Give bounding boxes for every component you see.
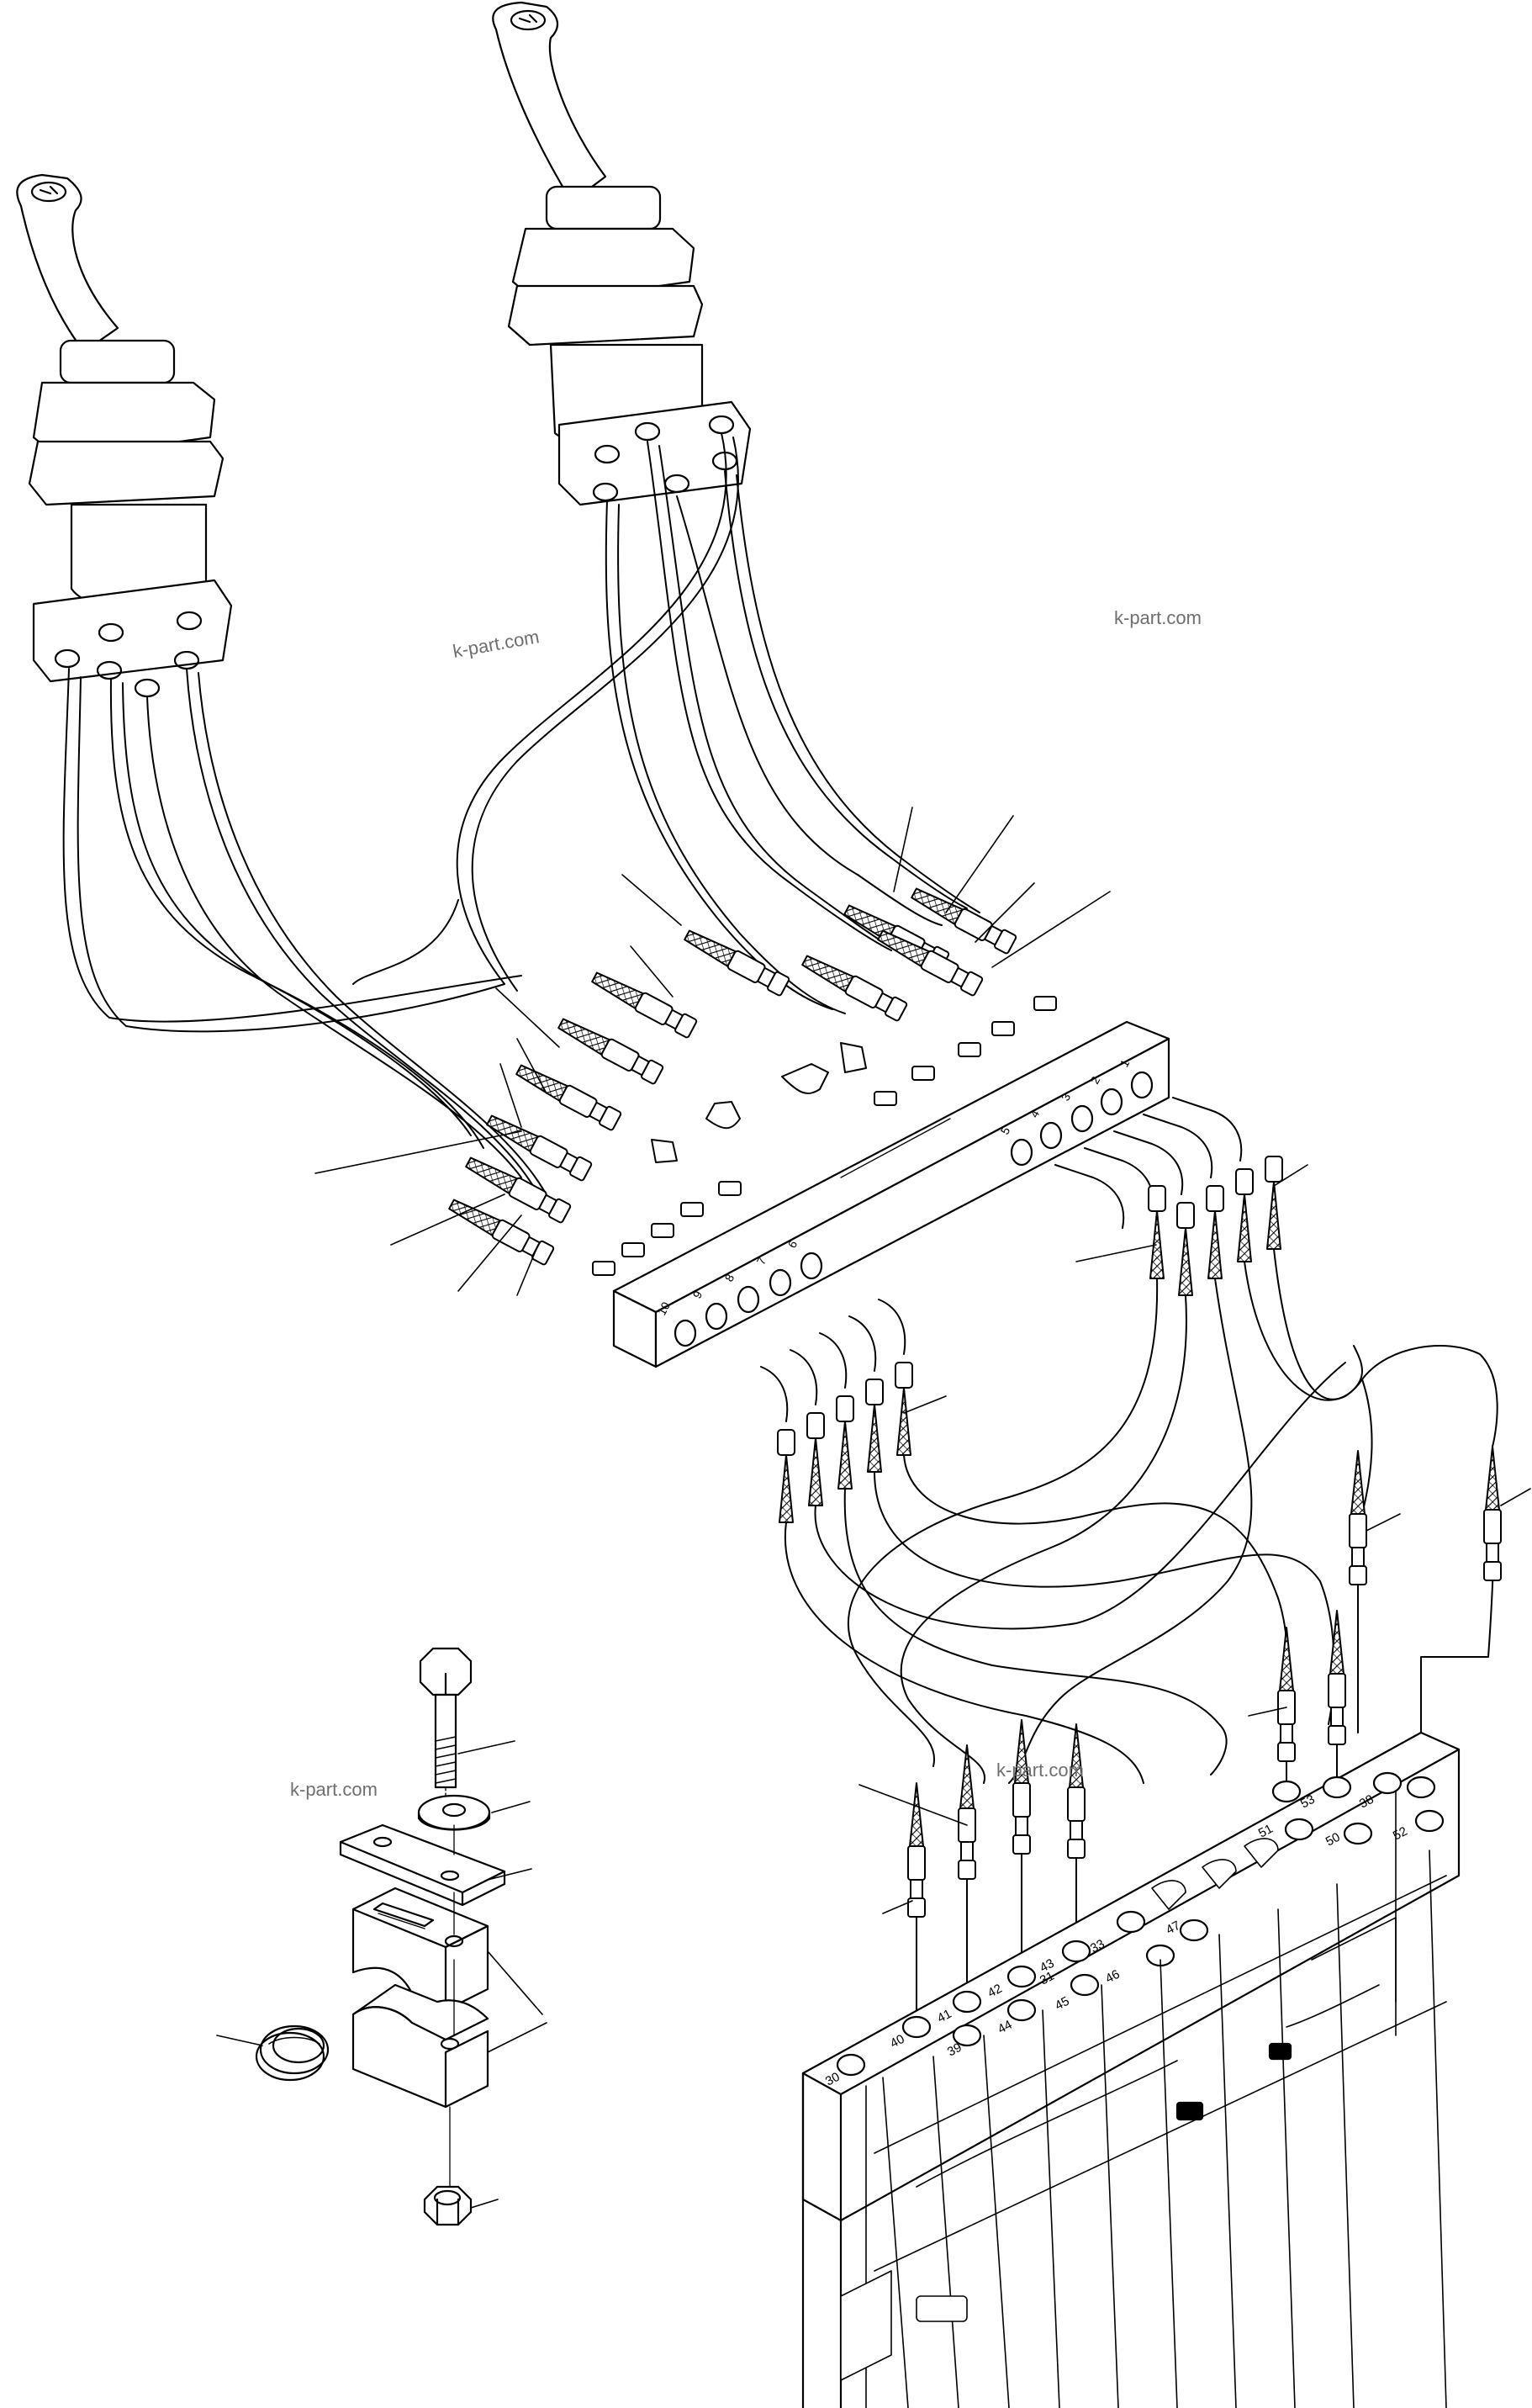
clamp-assembly [339,1647,506,2226]
clamp-upper-half [351,1887,489,2012]
manifold-block [612,1020,1170,1368]
port-number: 31 [1038,1969,1057,1988]
port-number: 42 [985,1982,1005,2001]
right-joystick [492,1,752,506]
left-joystick-base-plate [32,579,233,683]
clamp-cover-plate [339,1823,506,1907]
port-number: 10 [655,1299,674,1317]
watermark: k-part.com [290,1779,378,1800]
port-number: 46 [1103,1967,1123,1987]
watermark-layer: k-part.com k-part.com k-part.com k-part.… [290,607,1202,1800]
right-joystick-boot [545,185,662,230]
left-joystick [16,173,233,698]
port-number: 51 [1256,1822,1276,1841]
hex-bolt [419,1647,473,1789]
hex-nut [423,2185,473,2226]
port-number: 44 [996,2018,1015,2037]
valve-inlet-fittings [907,1446,1502,2019]
watermark: k-part.com [1114,607,1202,628]
port-number: 38 [1357,1792,1376,1812]
right-joystick-grip [492,1,607,204]
port-number: 30 [823,2070,843,2089]
left-joystick-button-icon [30,181,67,203]
grommet [255,2024,330,2082]
right-joystick-hoses [352,432,980,1014]
right-joystick-base-plate [557,400,752,506]
left-joystick-hoses [62,668,552,1204]
port-number: 43 [1038,1956,1057,1976]
manifold-outlet-fittings-left [760,1299,913,1523]
watermark: k-part.com [452,626,541,662]
clamp-lower-half [351,1983,489,2109]
left-joystick-boot [59,339,176,384]
hose-fittings-upper [448,887,1057,1276]
routed-hoses [784,1248,1498,1784]
port-number: 45 [1053,1994,1072,2014]
port-number: 52 [1391,1824,1410,1844]
port-number: 41 [935,2007,954,2026]
port-number: 33 [1088,1937,1107,1956]
watermark: k-part.com [996,1760,1084,1781]
valve-ports [836,1771,1445,2077]
control-valve [801,1731,1461,2408]
callout-leaders [216,807,1531,2209]
valve-port-labels: 30 31 33 38 39 40 41 42 43 44 45 46 47 5… [823,1792,1410,2089]
port-number: 40 [888,2032,907,2051]
manifold-nipples [592,996,1057,1276]
manifold-ports [674,1071,1154,1347]
left-joystick-grip [16,173,119,353]
port-number: 39 [945,2040,964,2060]
port-number: 53 [1298,1792,1318,1812]
port-number: 47 [1164,1918,1183,1938]
right-joystick-button-icon [510,9,547,31]
port-number: 50 [1323,1830,1343,1850]
